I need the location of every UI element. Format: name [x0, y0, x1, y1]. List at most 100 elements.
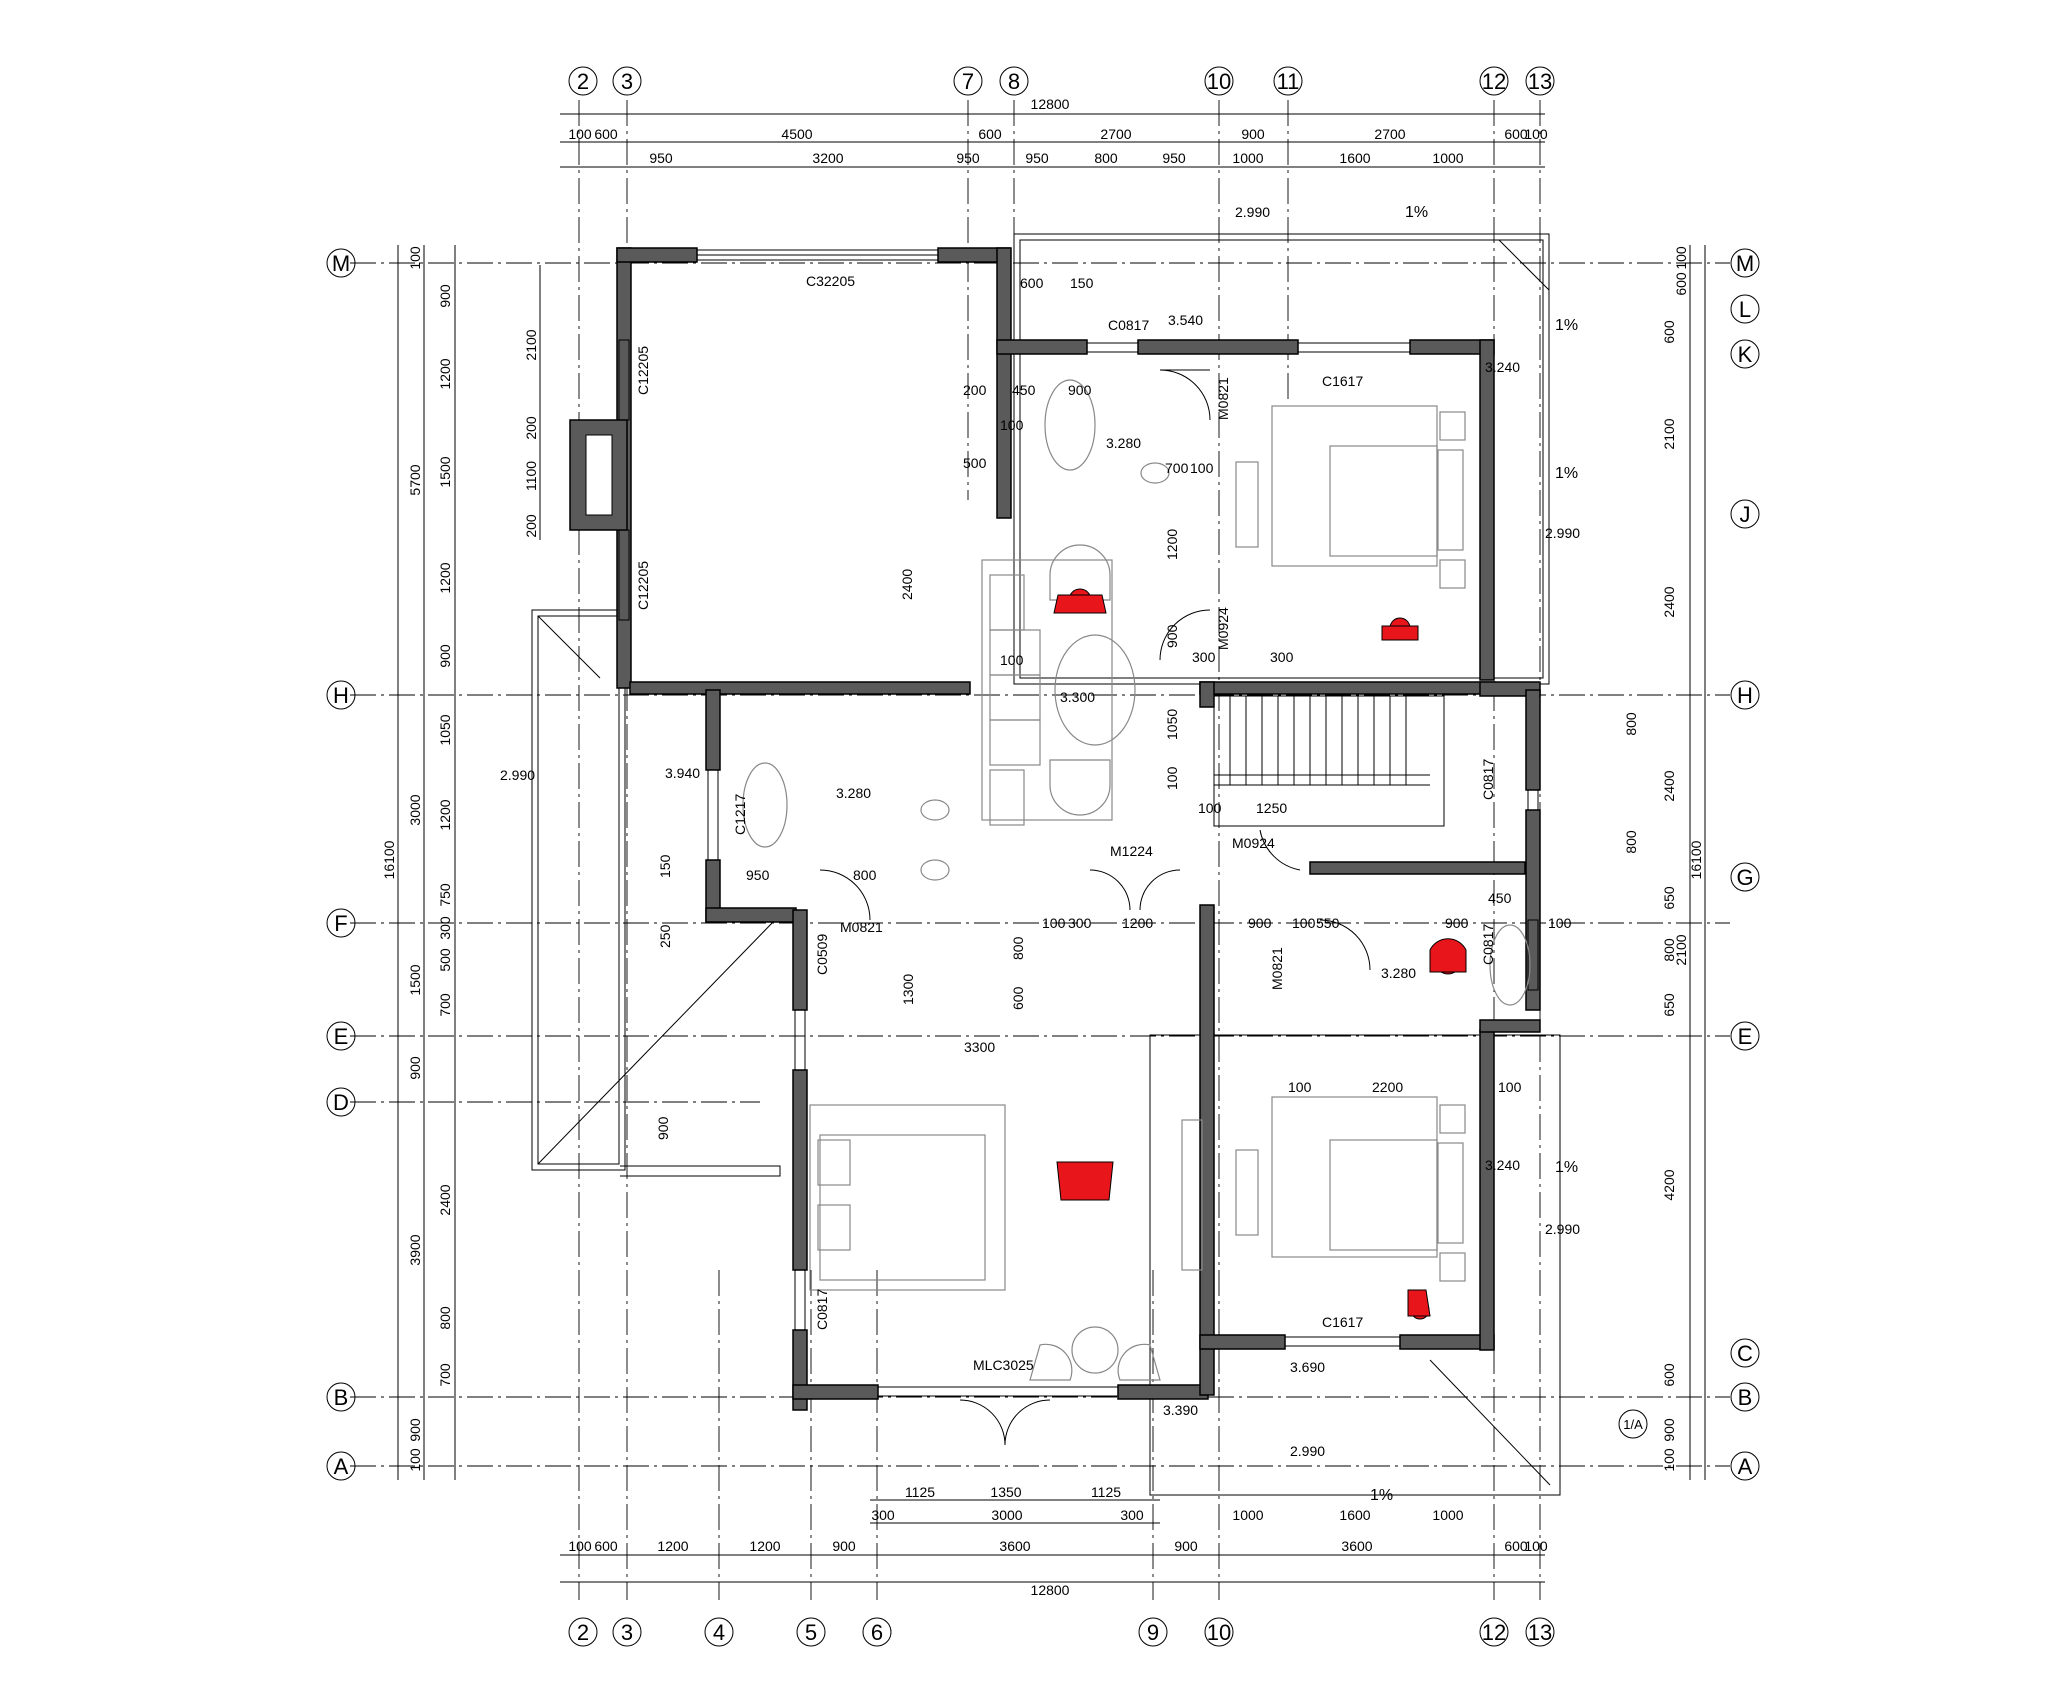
terrace-outlines [531, 233, 1561, 1496]
dim-top: 950 [1025, 150, 1049, 166]
door-label: M0924 [1232, 835, 1275, 851]
dim-top: 950 [1162, 150, 1186, 166]
dim-right: 800 [1661, 938, 1677, 962]
grid-label: J [1740, 502, 1751, 527]
dim-bottom: 100 [1524, 1538, 1548, 1554]
interior-dim: 100 [1190, 460, 1214, 476]
grid-label: 10 [1207, 1620, 1231, 1645]
doors [819, 369, 1371, 1446]
elevation-mark: 3.280 [1381, 965, 1416, 981]
staircase [1213, 695, 1445, 827]
grid-label: 8 [1008, 69, 1020, 94]
dim-bottom: 1125 [905, 1484, 935, 1500]
slope-mark: 1% [1555, 465, 1578, 482]
dim-left: 1500 [407, 964, 423, 995]
dim-left-mid: 2100 [523, 329, 539, 360]
grid-label: 12 [1482, 69, 1506, 94]
dim-top: 100 [568, 126, 592, 142]
interior-dim: 550 [1316, 915, 1340, 931]
dim-left: 900 [407, 1056, 423, 1080]
window-label: C1617 [1322, 1314, 1363, 1330]
interior-dim: 800 [1010, 936, 1026, 960]
elevation-mark: 2.990 [1290, 1443, 1325, 1459]
dim-bottom: 3000 [991, 1507, 1022, 1523]
dim-top: 1000 [1432, 150, 1463, 166]
elevation-mark: 3.280 [836, 785, 871, 801]
window-label: C0509 [814, 934, 830, 975]
door-label: M0821 [1215, 377, 1231, 420]
interior-dim: 250 [657, 924, 673, 948]
dim-right: 100 [1661, 1448, 1677, 1472]
dim-left-mid: 200 [523, 416, 539, 440]
interior-dim: 100 [1292, 915, 1316, 931]
window-label: C0817 [1480, 924, 1496, 965]
grid-label: L [1739, 297, 1751, 322]
grid-label: 9 [1147, 1620, 1159, 1645]
door-label: M0924 [1215, 607, 1231, 650]
slope-mark: 1% [1405, 204, 1428, 221]
dim-left: 1050 [437, 714, 453, 745]
window-label: C0817 [1108, 317, 1149, 333]
overall-width-top: 12800 [1031, 96, 1070, 112]
grid-label: M [1736, 251, 1754, 276]
interior-dim: 3300 [964, 1039, 995, 1055]
elevation-mark: 2.990 [1545, 525, 1580, 541]
dim-left: 300 [437, 916, 453, 940]
window-label: MLC3025 [973, 1357, 1034, 1373]
dim-right: 650 [1661, 886, 1677, 910]
overall-width-bottom: 12800 [1031, 1582, 1070, 1598]
dim-left: 500 [437, 948, 453, 972]
interior-dim: 100 [1042, 915, 1066, 931]
dim-left: 3900 [407, 1234, 423, 1265]
dim-right: 900 [1661, 1418, 1677, 1442]
elevation-mark: 3.280 [1106, 435, 1141, 451]
window-label: C1617 [1322, 373, 1363, 389]
dim-bottom: 1200 [657, 1538, 688, 1554]
interior-dim: 100 [1198, 800, 1222, 816]
slope-mark: 1% [1555, 1159, 1578, 1176]
dim-top: 2700 [1374, 126, 1405, 142]
grid-axes [350, 100, 1730, 1600]
dim-bottom: 600 [1504, 1538, 1528, 1554]
grid-label: G [1736, 865, 1753, 890]
elevation-mark: 2.990 [1235, 204, 1270, 220]
dim-top: 950 [649, 150, 673, 166]
door-label: M1224 [1110, 843, 1153, 859]
window-label: C0817 [814, 1289, 830, 1330]
interior-dim: 1300 [900, 974, 916, 1005]
dim-bottom: 1350 [990, 1484, 1021, 1500]
interior-dim: 950 [746, 867, 770, 883]
elevation-mark: 3.690 [1290, 1359, 1325, 1375]
dim-left: 750 [437, 883, 453, 907]
grid-label: D [333, 1090, 349, 1115]
dim-top: 600 [594, 126, 618, 142]
person-icon [1381, 617, 1419, 641]
grid-label: 3 [621, 1620, 633, 1645]
dim-left-mid: 200 [523, 514, 539, 538]
elevation-mark: 3.300 [1060, 689, 1095, 705]
grid-label: E [1738, 1024, 1753, 1049]
dim-bottom: 1200 [749, 1538, 780, 1554]
human-figures [1053, 588, 1467, 1320]
dim-right: 100 [1673, 246, 1689, 270]
dim-left: 100 [407, 1448, 423, 1472]
grid-label: 5 [805, 1620, 817, 1645]
grid-label: 2 [577, 1620, 589, 1645]
dim-left: 1200 [437, 799, 453, 830]
dim-right: 2400 [1661, 586, 1677, 617]
person-icon [1056, 1161, 1114, 1201]
dim-right: 2400 [1661, 770, 1677, 801]
dim-bottom: 3600 [1341, 1538, 1372, 1554]
dim-bottom: 600 [594, 1538, 618, 1554]
window-label: C1217 [732, 794, 748, 835]
interior-dim: 100 [1000, 417, 1024, 433]
dim-left: 900 [437, 644, 453, 668]
dim-right: 2100 [1661, 418, 1677, 449]
interior-dim: 300 [1192, 649, 1216, 665]
window-label: C12205 [635, 561, 651, 610]
dimension-lines: 12800 100 600 4500 600 2700 900 2700 600… [381, 96, 1706, 1598]
dim-right: 4200 [1661, 1169, 1677, 1200]
dim-left: 2400 [437, 1184, 453, 1215]
interior-dim: 100 [1288, 1079, 1312, 1095]
